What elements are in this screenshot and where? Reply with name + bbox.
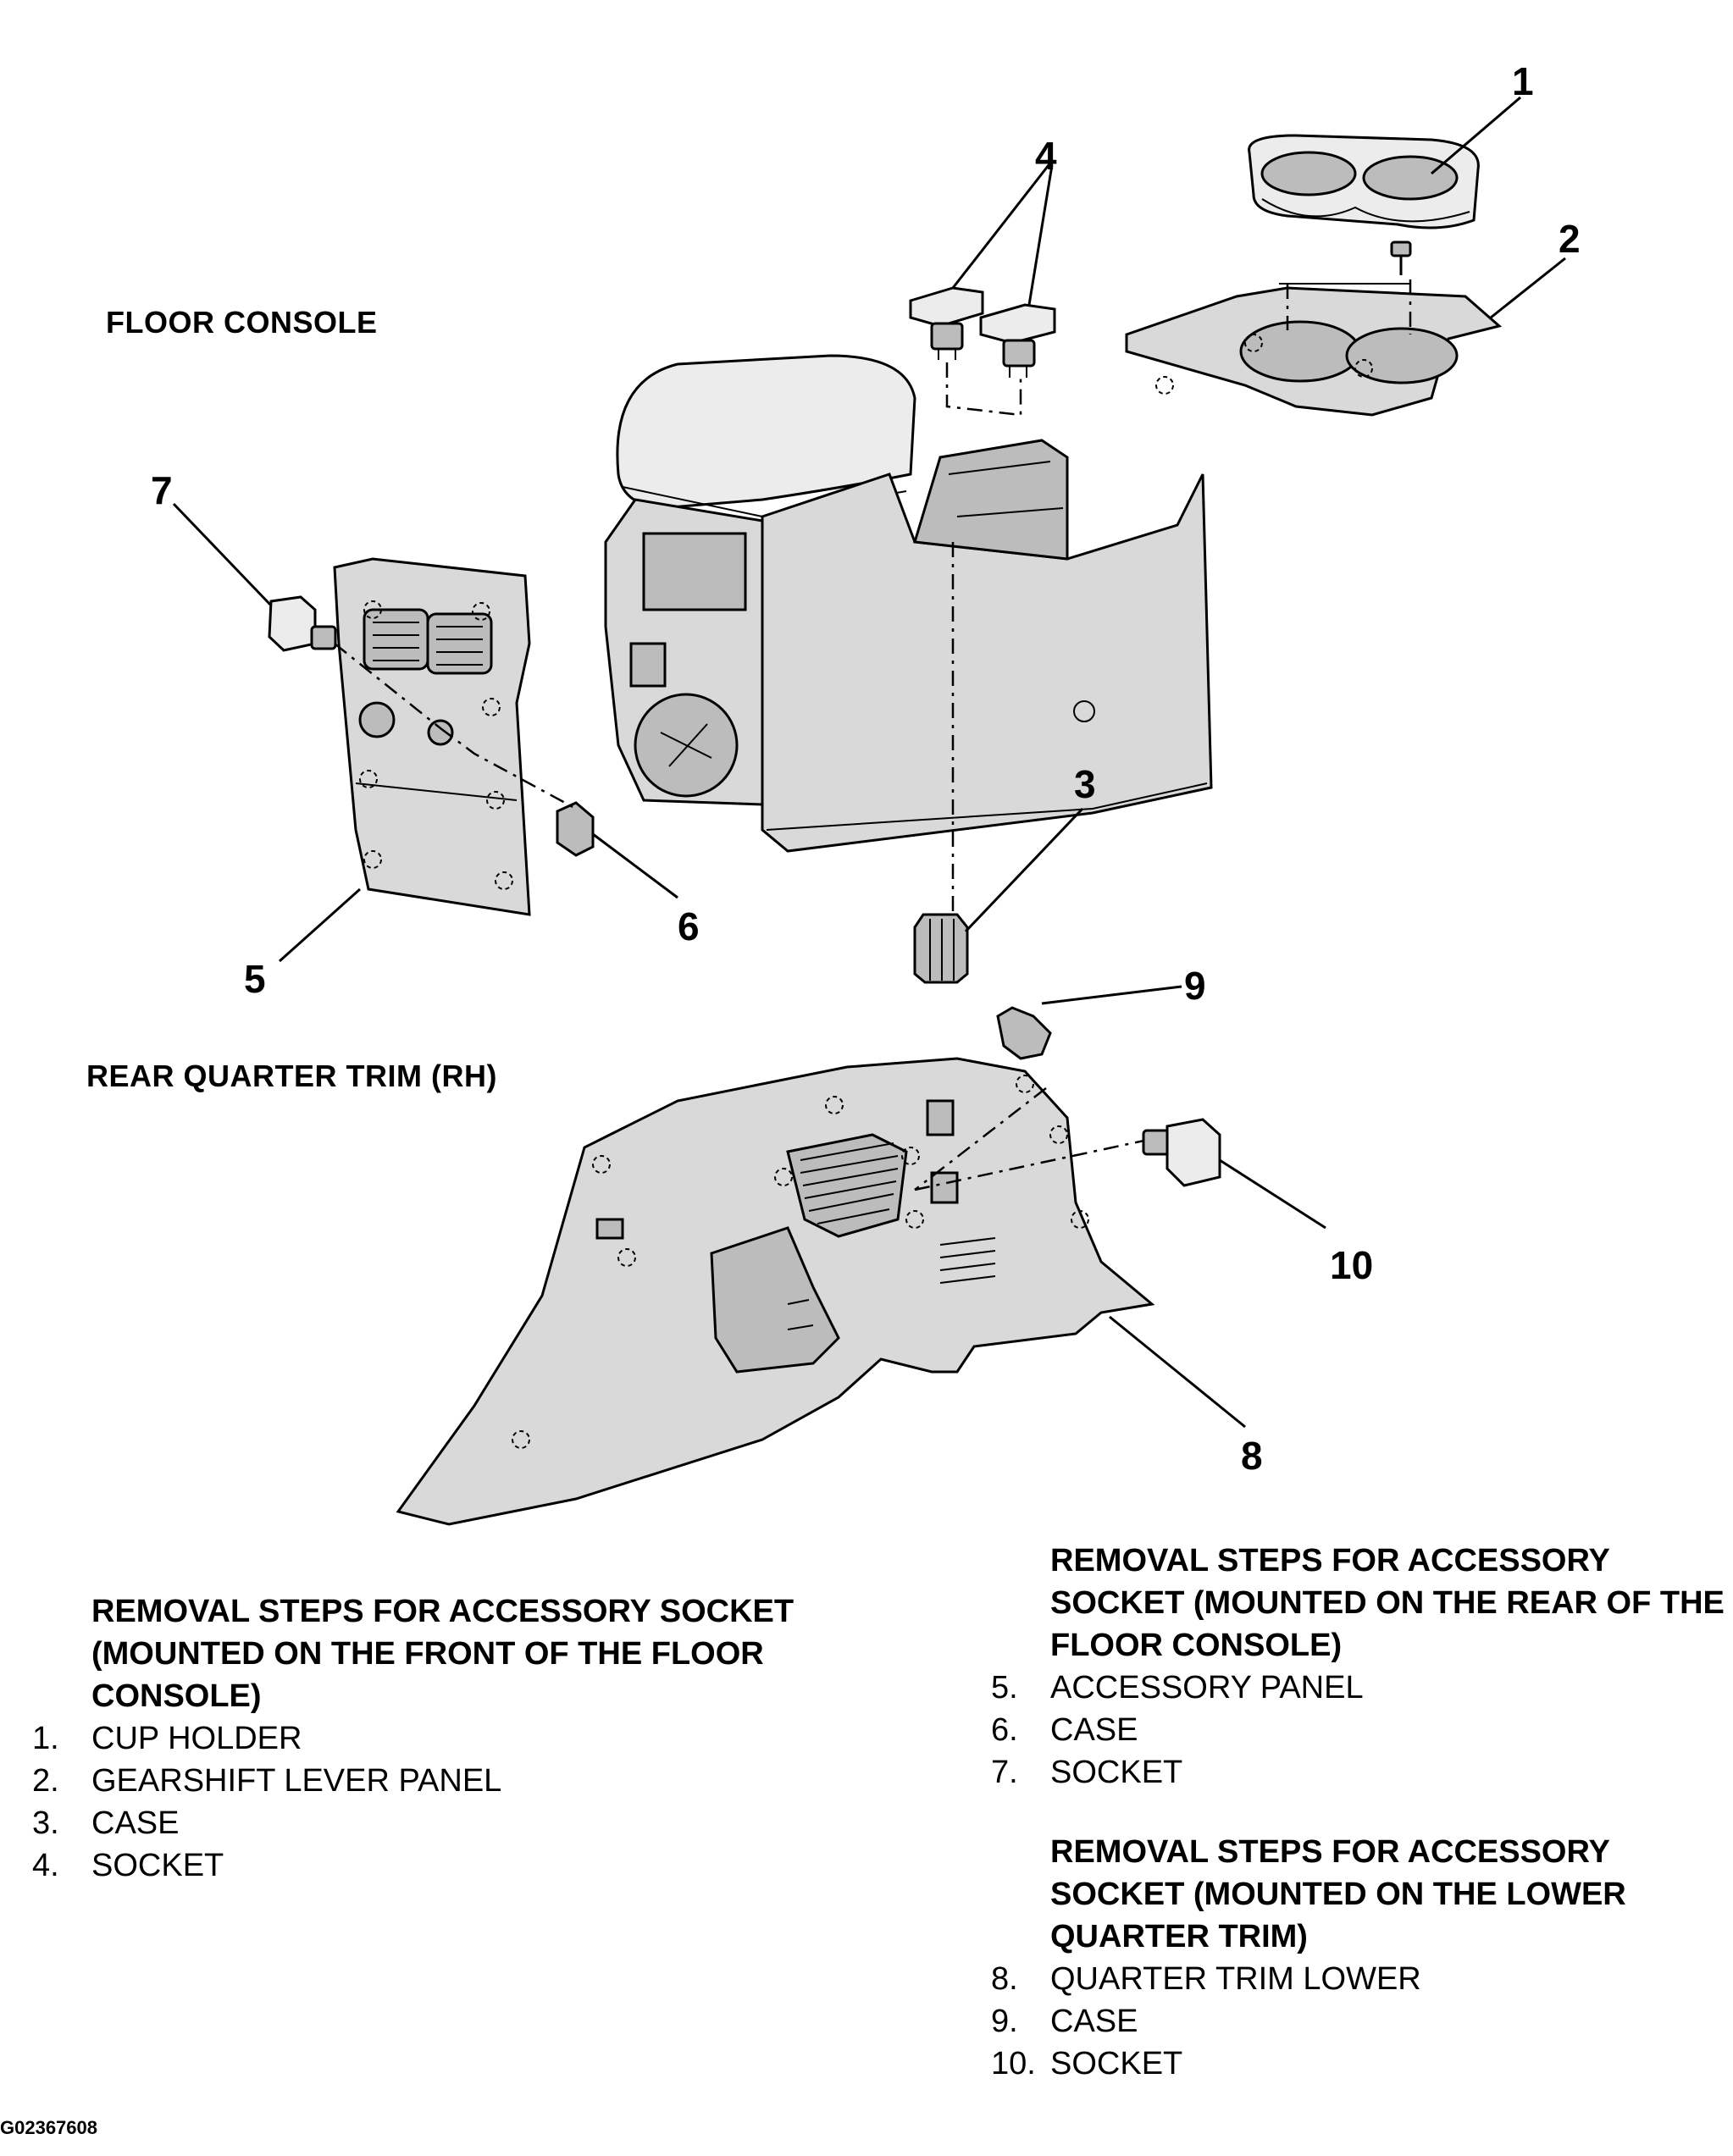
floor-console-part bbox=[604, 354, 1213, 923]
step-row: 2. GEARSHIFT LEVER PANEL bbox=[32, 1760, 795, 1802]
step-number: 3. bbox=[32, 1805, 59, 1841]
callout-5: 5 bbox=[244, 957, 266, 1001]
step-row: 7. SOCKET bbox=[991, 1751, 1733, 1794]
step-row: 4. SOCKET bbox=[32, 1844, 795, 1887]
step-number: 9. bbox=[991, 2004, 1018, 2039]
rear-quarter-trim-label: REAR QUARTER TRIM (RH) bbox=[86, 1059, 497, 1093]
front-steps-heading: REMOVAL STEPS FOR ACCESSORY SOCKET (MOUN… bbox=[91, 1594, 795, 1714]
step-text: CASE bbox=[1050, 2004, 1138, 2039]
figure-code: G02367608 bbox=[0, 2117, 97, 2138]
callout-3: 3 bbox=[1074, 762, 1096, 806]
step-text: CASE bbox=[91, 1805, 180, 1841]
step-row: 3. CASE bbox=[32, 1802, 795, 1844]
rear-steps-heading: REMOVAL STEPS FOR ACCESSORY SOCKET (MOUN… bbox=[1050, 1543, 1725, 1663]
callout-8: 8 bbox=[1241, 1434, 1263, 1478]
step-text: SOCKET bbox=[1050, 1755, 1183, 1790]
step-text: QUARTER TRIM LOWER bbox=[1050, 1961, 1421, 1997]
callout-4: 4 bbox=[1035, 134, 1057, 178]
quarter-trim-lower-part bbox=[396, 1057, 1155, 1526]
accessory-panel-part bbox=[333, 557, 531, 916]
leader-lines bbox=[172, 96, 1566, 1429]
rear-removal-steps: REMOVAL STEPS FOR ACCESSORY SOCKET (MOUN… bbox=[991, 1540, 1733, 1794]
case-part-6 bbox=[440, 727, 595, 857]
lower-steps-heading: REMOVAL STEPS FOR ACCESSORY SOCKET (MOUN… bbox=[1050, 1834, 1626, 1954]
step-row: 8. QUARTER TRIM LOWER bbox=[991, 1958, 1733, 2000]
step-row: 6. CASE bbox=[991, 1709, 1733, 1751]
step-text: SOCKET bbox=[91, 1848, 224, 1883]
step-row: 9. CASE bbox=[991, 2000, 1733, 2043]
step-number: 6. bbox=[991, 1712, 1018, 1748]
callout-1: 1 bbox=[1512, 59, 1534, 103]
callout-2: 2 bbox=[1559, 217, 1581, 261]
step-number: 10. bbox=[991, 2046, 1036, 2081]
step-text: GEARSHIFT LEVER PANEL bbox=[91, 1763, 502, 1799]
callout-9: 9 bbox=[1184, 964, 1206, 1008]
step-number: 7. bbox=[991, 1755, 1018, 1790]
step-number: 2. bbox=[32, 1763, 59, 1799]
step-row: 1. CUP HOLDER bbox=[32, 1717, 795, 1760]
case-part-9 bbox=[996, 1006, 1052, 1060]
step-text: ACCESSORY PANEL bbox=[1050, 1670, 1364, 1705]
floor-console-label: FLOOR CONSOLE bbox=[106, 305, 378, 340]
socket-part-4-left bbox=[909, 286, 984, 360]
callout-6: 6 bbox=[678, 904, 700, 948]
socket-part-7 bbox=[268, 595, 441, 729]
lower-removal-steps: REMOVAL STEPS FOR ACCESSORY SOCKET (MOUN… bbox=[991, 1831, 1733, 2085]
case-part-3 bbox=[913, 913, 969, 984]
step-row: 10. SOCKET bbox=[991, 2043, 1733, 2085]
step-number: 1. bbox=[32, 1721, 59, 1756]
front-removal-steps: REMOVAL STEPS FOR ACCESSORY SOCKET (MOUN… bbox=[32, 1590, 795, 1887]
socket-part-4-right bbox=[979, 303, 1056, 378]
step-row: 5. ACCESSORY PANEL bbox=[991, 1667, 1733, 1709]
callout-10: 10 bbox=[1330, 1243, 1373, 1287]
cup-holder-part bbox=[1248, 134, 1480, 229]
gearshift-lever-panel-part bbox=[1125, 279, 1503, 417]
step-number: 4. bbox=[32, 1848, 59, 1883]
step-text: SOCKET bbox=[1050, 2046, 1183, 2081]
step-number: 5. bbox=[991, 1670, 1018, 1705]
step-text: CUP HOLDER bbox=[91, 1721, 302, 1756]
step-text: CASE bbox=[1050, 1712, 1138, 1748]
step-number: 8. bbox=[991, 1961, 1018, 1997]
screw-part bbox=[1390, 240, 1412, 275]
socket-part-10 bbox=[1142, 1118, 1221, 1187]
callout-7: 7 bbox=[151, 468, 173, 512]
